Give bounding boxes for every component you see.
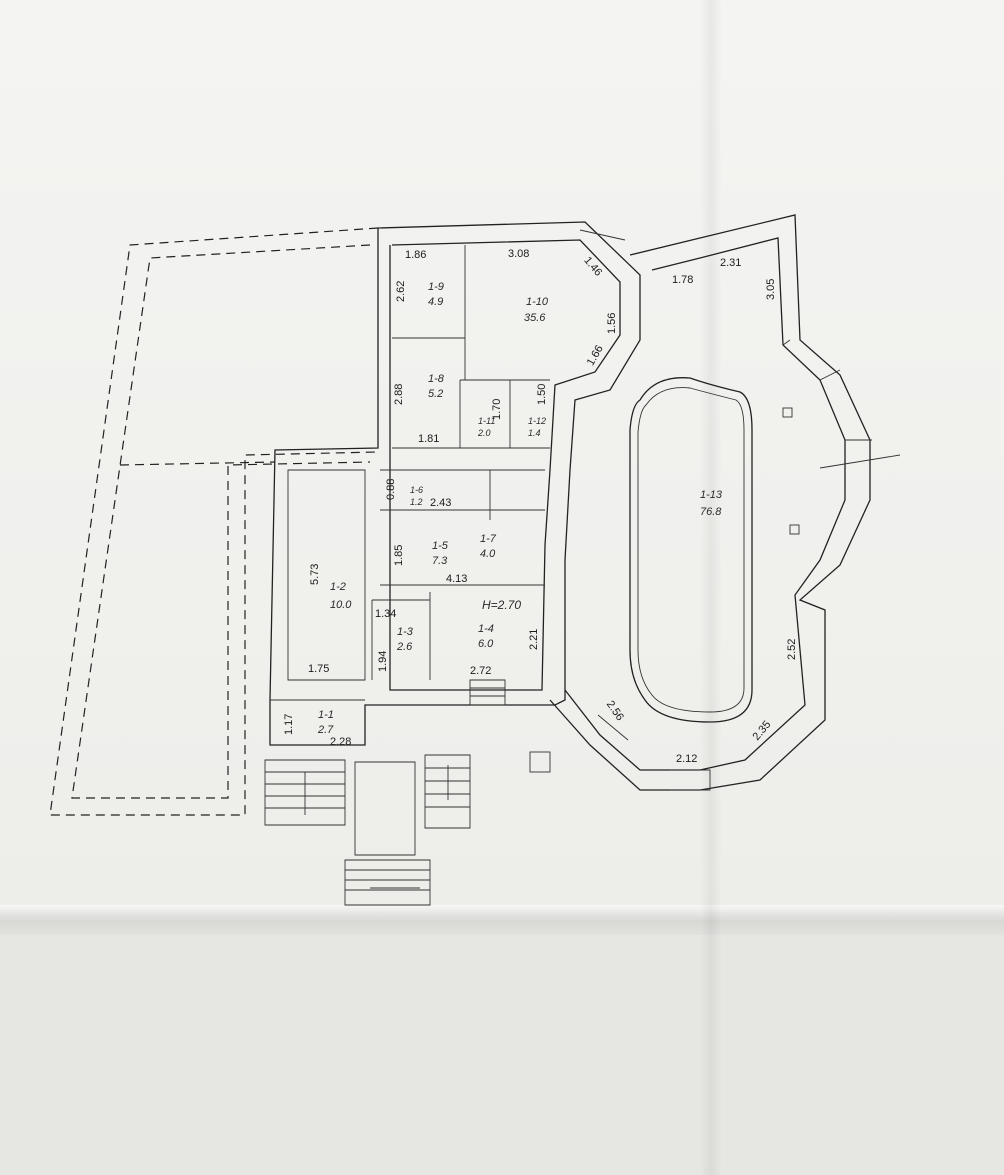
dimension-label: 2.35 (751, 719, 774, 743)
dimension-label: 1.66 (585, 343, 606, 368)
dimension-label: 3.08 (508, 248, 529, 260)
dimension-label: 2.21 (528, 629, 540, 650)
room-area-1-4: 6.0 (478, 638, 494, 650)
lower-paper-panel (0, 920, 1004, 1175)
room-area-1-2: 10.0 (330, 599, 352, 611)
room-id-1-9: 1-9 (428, 281, 444, 293)
room-area-1-11: 2.0 (477, 428, 491, 438)
room-labels: 1-1 2.7 1-2 10.0 1-3 2.6 1-4 6.0 1-5 7.3… (317, 281, 723, 736)
room-id-1-13: 1-13 (700, 489, 723, 501)
room-area-1-13: 76.8 (700, 506, 722, 518)
dimension-label: 0.88 (385, 479, 397, 500)
dimension-label: 1.56 (606, 313, 618, 334)
horizontal-fold (0, 905, 1004, 935)
dimension-label: 2.62 (395, 281, 407, 302)
dimension-label: 1.70 (491, 399, 503, 420)
room-id-1-8: 1-8 (428, 373, 445, 385)
room-area-1-8: 5.2 (428, 388, 443, 400)
height-label: H=2.70 (482, 598, 521, 612)
dimension-label: 2.56 (604, 699, 626, 723)
room-area-1-1: 2.7 (317, 724, 334, 736)
room-id-1-4: 1-4 (478, 623, 494, 635)
vertical-fold (700, 0, 722, 1175)
room-id-1-7: 1-7 (480, 533, 497, 545)
dimension-label: 1.17 (283, 714, 295, 735)
dimension-label: 1.50 (536, 384, 548, 405)
dimension-label: 4.13 (446, 573, 467, 585)
dimension-label: 2.12 (676, 753, 697, 765)
dimension-label: 3.05 (765, 279, 777, 300)
dimension-label: 1.86 (405, 249, 426, 261)
room-id-1-11: 1-11 (478, 416, 495, 426)
dimension-label: 1.34 (375, 608, 396, 620)
dimension-label: 2.52 (786, 639, 798, 660)
dimension-label: 1.81 (418, 433, 439, 445)
building-walls (264, 214, 901, 906)
dimension-label: 2.43 (430, 497, 451, 509)
dimension-label: 2.31 (720, 257, 741, 269)
dimension-label: 2.88 (393, 384, 405, 405)
dimension-label: 1.46 (581, 255, 604, 279)
dashed-contour (49, 227, 379, 816)
room-area-1-6: 1.2 (410, 497, 423, 507)
room-area-1-10: 35.6 (524, 312, 546, 324)
room-id-1-12: 1-12 (528, 416, 546, 426)
room-id-1-10: 1-10 (526, 296, 549, 308)
room-id-1-6: 1-6 (410, 485, 423, 495)
room-id-1-5: 1-5 (432, 540, 449, 552)
room-id-1-3: 1-3 (397, 626, 414, 638)
dimension-label: 1.78 (672, 274, 693, 286)
room-id-1-2: 1-2 (330, 581, 346, 593)
room-area-1-12: 1.4 (528, 428, 541, 438)
room-area-1-9: 4.9 (428, 296, 443, 308)
room-area-1-3: 2.6 (396, 641, 413, 653)
room-id-1-1: 1-1 (318, 709, 334, 721)
room-area-1-7: 4.0 (480, 548, 496, 560)
dimension-label: 2.28 (330, 736, 351, 748)
room-area-1-5: 7.3 (432, 555, 448, 567)
dimension-label: 5.73 (309, 564, 321, 585)
dimension-label: 2.72 (470, 665, 491, 677)
dimension-label: 1.85 (393, 545, 405, 566)
dimension-label: 1.75 (308, 663, 329, 675)
dimension-label: 1.94 (377, 651, 389, 672)
